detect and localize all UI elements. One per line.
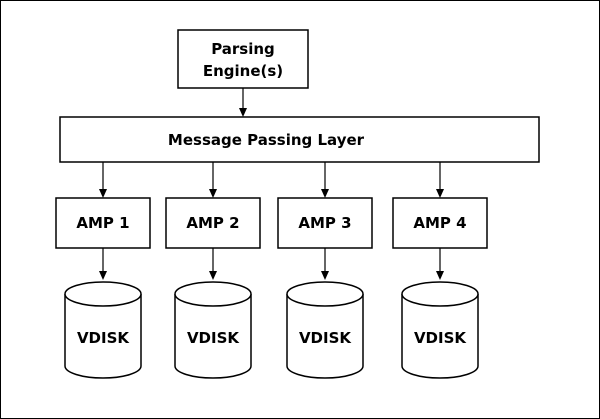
arrow-amp-1-to-vdisk [99, 248, 107, 280]
amp-2-label: AMP 2 [186, 214, 239, 232]
message-passing-layer-node: Message Passing Layer [59, 116, 540, 163]
amp-column-2: AMP 2 VDISK [165, 162, 261, 379]
vdisk-1-label: VDISK [77, 329, 130, 347]
arrow-message-layer-to-amp-1 [99, 162, 107, 198]
vdisk-3-cylinder [286, 281, 364, 379]
arrow-amp-2-to-vdisk [209, 248, 217, 280]
amp-4-label: AMP 4 [413, 214, 466, 232]
amp-columns: AMP 1 VDISK AMP 2 VDISK AMP 3 VDISK AMP 4 VDISK [55, 162, 488, 379]
parsing-engine-label-line1: Parsing [211, 40, 275, 58]
arrow-message-layer-to-amp-4 [436, 162, 444, 198]
vdisk-4-cylinder [401, 281, 479, 379]
vdisk-3-label: VDISK [299, 329, 352, 347]
amp-4-box [392, 197, 488, 249]
vdisk-1-cylinder [64, 281, 142, 379]
message-passing-layer-box [59, 116, 540, 163]
message-passing-layer-label: Message Passing Layer [168, 131, 365, 149]
parsing-engine-box [177, 29, 309, 89]
parsing-engine-label-line2: Engine(s) [203, 62, 283, 80]
vdisk-2-label: VDISK [187, 329, 240, 347]
arrow-amp-3-to-vdisk [321, 248, 329, 280]
amp-2-box [165, 197, 261, 249]
amp-1-box [55, 197, 151, 249]
arrow-amp-4-to-vdisk [436, 248, 444, 280]
amp-3-label: AMP 3 [298, 214, 351, 232]
amp-column-1: AMP 1 VDISK [55, 162, 151, 379]
arrow-message-layer-to-amp-2 [209, 162, 217, 198]
vdisk-4-label: VDISK [414, 329, 467, 347]
amp-column-4: AMP 4 VDISK [392, 162, 488, 379]
amp-column-3: AMP 3 VDISK [277, 162, 373, 379]
vdisk-2-cylinder [174, 281, 252, 379]
arrow-parsing-to-message-layer [239, 88, 247, 117]
amp-1-label: AMP 1 [76, 214, 129, 232]
arrow-message-layer-to-amp-3 [321, 162, 329, 198]
parsing-engine-node: Parsing Engine(s) [177, 29, 309, 89]
amp-3-box [277, 197, 373, 249]
